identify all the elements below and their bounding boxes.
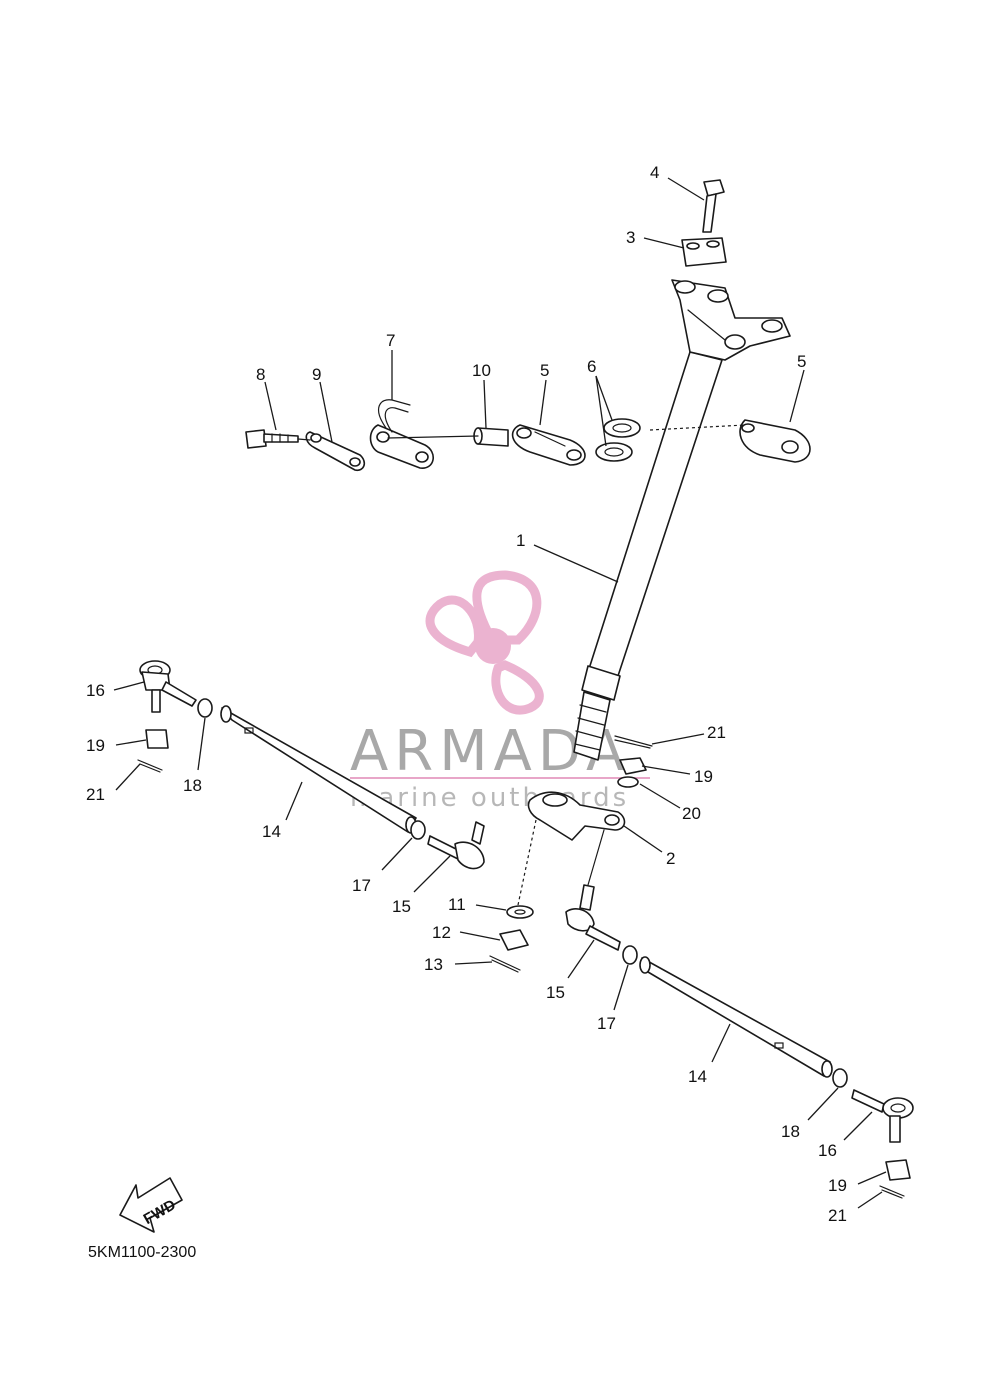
cotter-pin bbox=[614, 735, 653, 749]
tie-rod-end-outer-right bbox=[851, 1089, 914, 1143]
clamp-bushings bbox=[595, 418, 641, 462]
callout-11: 11 bbox=[448, 895, 466, 914]
callout-16-right: 16 bbox=[818, 1141, 837, 1160]
tie-rod-right bbox=[639, 956, 833, 1078]
tie-rod-end-outer-left bbox=[139, 660, 197, 713]
alignment-line bbox=[387, 435, 479, 439]
hook-bracket bbox=[369, 399, 434, 469]
callout-6: 6 bbox=[587, 357, 596, 376]
alignment-line bbox=[517, 819, 537, 906]
jam-nut bbox=[622, 945, 638, 965]
callout-15-right: 15 bbox=[546, 983, 565, 1002]
callout-13: 13 bbox=[424, 955, 443, 974]
callout-21-left: 21 bbox=[86, 785, 105, 804]
alignment-line bbox=[649, 424, 746, 431]
collar bbox=[473, 427, 509, 447]
jam-nut bbox=[832, 1068, 848, 1088]
callout-5-right: 5 bbox=[797, 352, 806, 371]
callout-7: 7 bbox=[386, 331, 395, 350]
callout-9: 9 bbox=[312, 365, 321, 384]
cap-bolt bbox=[702, 179, 725, 233]
callout-3: 3 bbox=[626, 228, 635, 247]
castle-nut bbox=[885, 1159, 911, 1181]
callout-1: 1 bbox=[516, 531, 525, 550]
propeller-icon bbox=[425, 570, 544, 715]
callout-19-right: 19 bbox=[828, 1176, 847, 1195]
callout-19-center: 19 bbox=[694, 767, 713, 786]
callout-5-left: 5 bbox=[540, 361, 549, 380]
pitman-arm bbox=[527, 791, 626, 841]
callout-17-right: 17 bbox=[597, 1014, 616, 1033]
jam-nut bbox=[197, 698, 213, 718]
diagram-code: 5KM1100-2300 bbox=[88, 1244, 196, 1261]
callout-10: 10 bbox=[472, 361, 491, 380]
nut bbox=[499, 929, 529, 951]
link-plate bbox=[305, 431, 366, 472]
callout-14-right: 14 bbox=[688, 1067, 707, 1086]
column-cap bbox=[681, 237, 727, 267]
washer bbox=[506, 905, 534, 919]
castle-nut bbox=[619, 757, 647, 775]
callout-4: 4 bbox=[650, 163, 659, 182]
alignment-line bbox=[587, 829, 605, 886]
callout-2: 2 bbox=[666, 849, 675, 868]
callout-18-right: 18 bbox=[781, 1122, 800, 1141]
cotter-pin bbox=[137, 759, 163, 773]
cotter-pin bbox=[489, 955, 521, 973]
fwd-arrow-icon: FWD bbox=[119, 1177, 183, 1233]
plate-bolt bbox=[245, 429, 299, 449]
tie-rod-end-inner-left bbox=[427, 821, 485, 870]
steering-column bbox=[573, 351, 723, 761]
callout-20: 20 bbox=[682, 804, 701, 823]
jam-nut bbox=[410, 820, 426, 840]
callout-17-left: 17 bbox=[352, 876, 371, 895]
castle-nut bbox=[145, 729, 169, 749]
callout-16-left: 16 bbox=[86, 681, 105, 700]
callout-14-left: 14 bbox=[262, 822, 281, 841]
tie-rod-end-inner-right bbox=[565, 884, 621, 951]
washer bbox=[617, 776, 639, 788]
leader-lines bbox=[113, 177, 887, 1209]
column-upper-bracket bbox=[671, 279, 791, 361]
callout-21-right: 21 bbox=[828, 1206, 847, 1225]
callout-19-left: 19 bbox=[86, 736, 105, 755]
callout-12: 12 bbox=[432, 923, 451, 942]
callout-15-left: 15 bbox=[392, 897, 411, 916]
callout-8: 8 bbox=[256, 365, 265, 384]
callout-21-center: 21 bbox=[707, 723, 726, 742]
column-clamp-left bbox=[511, 424, 586, 466]
callout-18-left: 18 bbox=[183, 776, 202, 795]
cotter-pin bbox=[879, 1185, 905, 1199]
callout-labels: 4 3 7 8 9 10 5 6 5 1 16 19 21 18 14 21 1… bbox=[86, 163, 847, 1225]
alignment-line bbox=[297, 438, 311, 441]
column-clamp-right bbox=[739, 419, 811, 463]
